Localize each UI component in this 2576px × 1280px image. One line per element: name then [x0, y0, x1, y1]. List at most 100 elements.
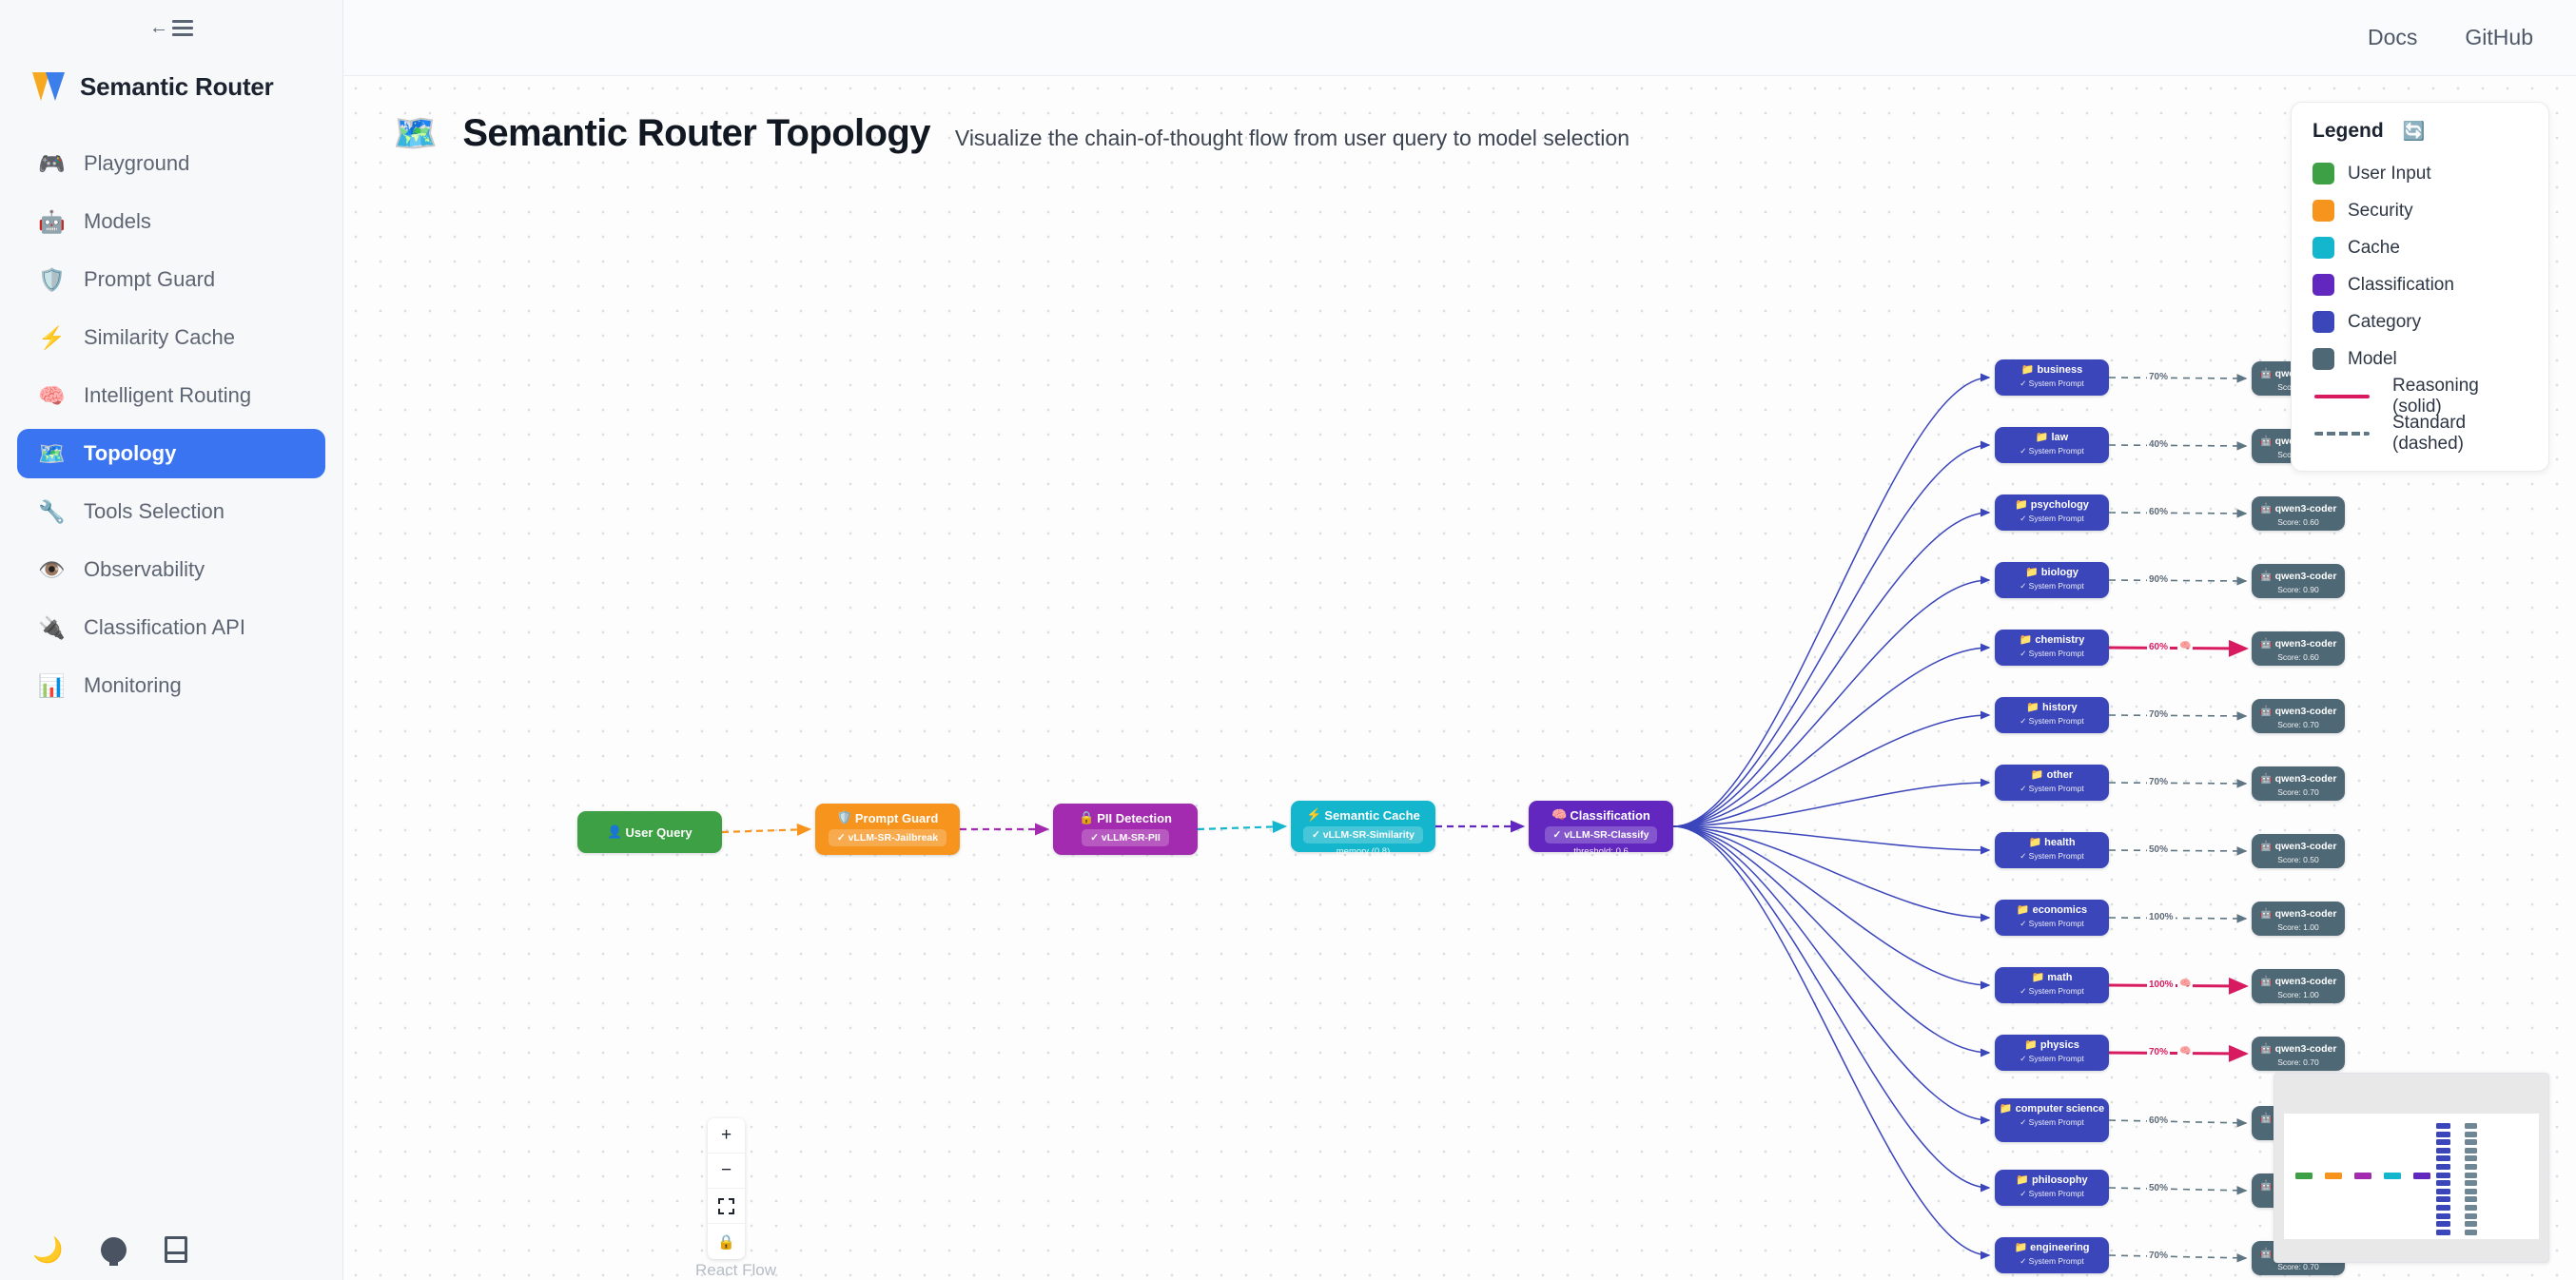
- zoom-out-button[interactable]: −: [708, 1154, 745, 1189]
- zoom-in-button[interactable]: +: [708, 1118, 745, 1154]
- robot-icon: 🤖: [2259, 1043, 2273, 1055]
- sidebar-item-intelligent-routing[interactable]: 🧠Intelligent Routing: [17, 371, 325, 420]
- category-node-computer-science[interactable]: 📁computer science✓ System Prompt: [1995, 1098, 2109, 1142]
- category-node-business[interactable]: 📁business✓ System Prompt: [1995, 359, 2109, 396]
- minimap-node: [2465, 1196, 2477, 1203]
- sidebar-item-tools-selection[interactable]: 🔧Tools Selection: [17, 487, 325, 536]
- node-score: Score: 0.70: [2277, 787, 2319, 797]
- reasoning-brain-icon: 🧠: [2177, 640, 2194, 651]
- theme-toggle-icon[interactable]: 🌙: [32, 1235, 64, 1264]
- node-title: 📁computer science: [1995, 1103, 2109, 1115]
- sidebar-item-label: Monitoring: [84, 673, 182, 697]
- refresh-icon[interactable]: 🔄: [2402, 121, 2426, 142]
- topbar-link-github[interactable]: GitHub: [2465, 25, 2533, 49]
- legend-label: Security: [2348, 200, 2413, 221]
- user-query-icon: 👤: [607, 824, 623, 839]
- node-prompt-guard[interactable]: 🛡️Prompt Guard✓ vLLM-SR-Jailbreak: [815, 804, 960, 855]
- category-node-law[interactable]: 📁law✓ System Prompt: [1995, 427, 2109, 463]
- minimap-node: [2465, 1164, 2477, 1170]
- category-node-philosophy[interactable]: 📁philosophy✓ System Prompt: [1995, 1170, 2109, 1206]
- category-node-biology[interactable]: 📁biology✓ System Prompt: [1995, 562, 2109, 598]
- node-score: Score: 0.50: [2277, 855, 2319, 864]
- node-pii-detection[interactable]: 🔒PII Detection✓ vLLM-SR-PII: [1053, 804, 1198, 855]
- edge-label-model-chemistry: 60%: [2147, 641, 2171, 652]
- node-title: 📁history: [1995, 702, 2109, 714]
- category-node-economics[interactable]: 📁economics✓ System Prompt: [1995, 900, 2109, 936]
- robot-icon: 🤖: [2259, 706, 2273, 717]
- minimap[interactable]: [2274, 1073, 2549, 1263]
- robot-icon: 🤖: [2259, 436, 2273, 447]
- node-label: qwen3-coder: [2274, 705, 2337, 717]
- node-label: law: [2051, 432, 2069, 443]
- fit-view-button[interactable]: [708, 1189, 745, 1224]
- category-node-other[interactable]: 📁other✓ System Prompt: [1995, 765, 2109, 801]
- node-title: 📁engineering: [1995, 1242, 2109, 1254]
- flow-canvas[interactable]: 🗺️ Semantic Router Topology Visualize th…: [343, 76, 2576, 1280]
- sidebar-item-similarity-cache[interactable]: ⚡Similarity Cache: [17, 313, 325, 362]
- edge-label-model-other: 70%: [2147, 776, 2171, 787]
- legend-label: Reasoning (solid): [2392, 375, 2479, 417]
- models-icon: 🤖: [38, 208, 66, 234]
- node-title: 📁health: [1995, 837, 2109, 849]
- topbar-link-docs[interactable]: Docs: [2368, 25, 2418, 49]
- sidebar-item-observability[interactable]: 👁️Observability: [17, 545, 325, 594]
- lock-button[interactable]: 🔒: [717, 1233, 735, 1251]
- node-title: 📁physics: [1995, 1039, 2109, 1052]
- sidebar-item-monitoring[interactable]: 📊 Monitoring: [17, 661, 325, 710]
- node-sub: ✓ System Prompt: [2020, 715, 2084, 726]
- node-title: 🔒PII Detection: [1053, 810, 1198, 825]
- prompt-guard-icon: 🛡️: [836, 810, 852, 824]
- robot-icon: 🤖: [2259, 908, 2273, 920]
- sidebar-item-prompt-guard[interactable]: 🛡️Prompt Guard: [17, 255, 325, 304]
- robot-icon: 🤖: [2259, 638, 2273, 650]
- book-icon[interactable]: [165, 1236, 188, 1263]
- sidebar-item-playground[interactable]: 🎮Playground: [17, 139, 325, 188]
- category-node-engineering[interactable]: 📁engineering✓ System Prompt: [1995, 1237, 2109, 1273]
- category-node-psychology[interactable]: 📁psychology✓ System Prompt: [1995, 495, 2109, 531]
- github-icon[interactable]: [101, 1236, 127, 1266]
- minimap-node: [2465, 1180, 2477, 1187]
- folder-icon: 📁: [2025, 567, 2039, 578]
- node-title: 🤖qwen3-coder: [2252, 570, 2345, 583]
- node-user-query[interactable]: 👤User Query: [577, 811, 722, 853]
- sidebar-item-label: Prompt Guard: [84, 267, 216, 291]
- folder-icon: 📁: [2016, 904, 2030, 916]
- legend-label: Standard (dashed): [2392, 412, 2467, 454]
- sidebar-item-models[interactable]: 🤖Models: [17, 197, 325, 246]
- node-title: 🤖qwen3-coder: [2252, 637, 2345, 650]
- sidebar-item-topology[interactable]: 🗺️Topology: [17, 429, 325, 478]
- collapse-sidebar-button[interactable]: ←: [149, 18, 193, 37]
- category-node-physics[interactable]: 📁physics✓ System Prompt: [1995, 1035, 2109, 1071]
- node-title: 📁biology: [1995, 567, 2109, 579]
- topology-icon: 🗺️: [38, 440, 66, 466]
- node-score: Score: 0.60: [2277, 517, 2319, 527]
- sidebar-item-classification-api[interactable]: 🔌Classification API: [17, 603, 325, 652]
- category-node-chemistry[interactable]: 📁chemistry✓ System Prompt: [1995, 630, 2109, 666]
- brand[interactable]: Semantic Router: [0, 55, 342, 112]
- node-sub: ✓ System Prompt: [2020, 378, 2084, 388]
- legend-swatch-icon: [2313, 348, 2334, 370]
- monitoring-icon: 📊: [38, 672, 66, 698]
- reasoning-brain-icon: 🧠: [2177, 1045, 2194, 1057]
- category-node-math[interactable]: 📁math✓ System Prompt: [1995, 967, 2109, 1003]
- flow-graph[interactable]: 👤User Query 🛡️Prompt Guard✓ vLLM-SR-Jailb…: [343, 76, 2576, 1280]
- node-score: Score: 0.90: [2277, 585, 2319, 594]
- category-node-health[interactable]: 📁health✓ System Prompt: [1995, 832, 2109, 868]
- flow-controls[interactable]: + − 🔒: [708, 1118, 745, 1259]
- intelligent-routing-icon: 🧠: [38, 382, 66, 408]
- edge-label-model-physics: 70%: [2147, 1046, 2171, 1057]
- category-node-history[interactable]: 📁history✓ System Prompt: [1995, 697, 2109, 733]
- node-title: 🧠Classification: [1529, 807, 1673, 823]
